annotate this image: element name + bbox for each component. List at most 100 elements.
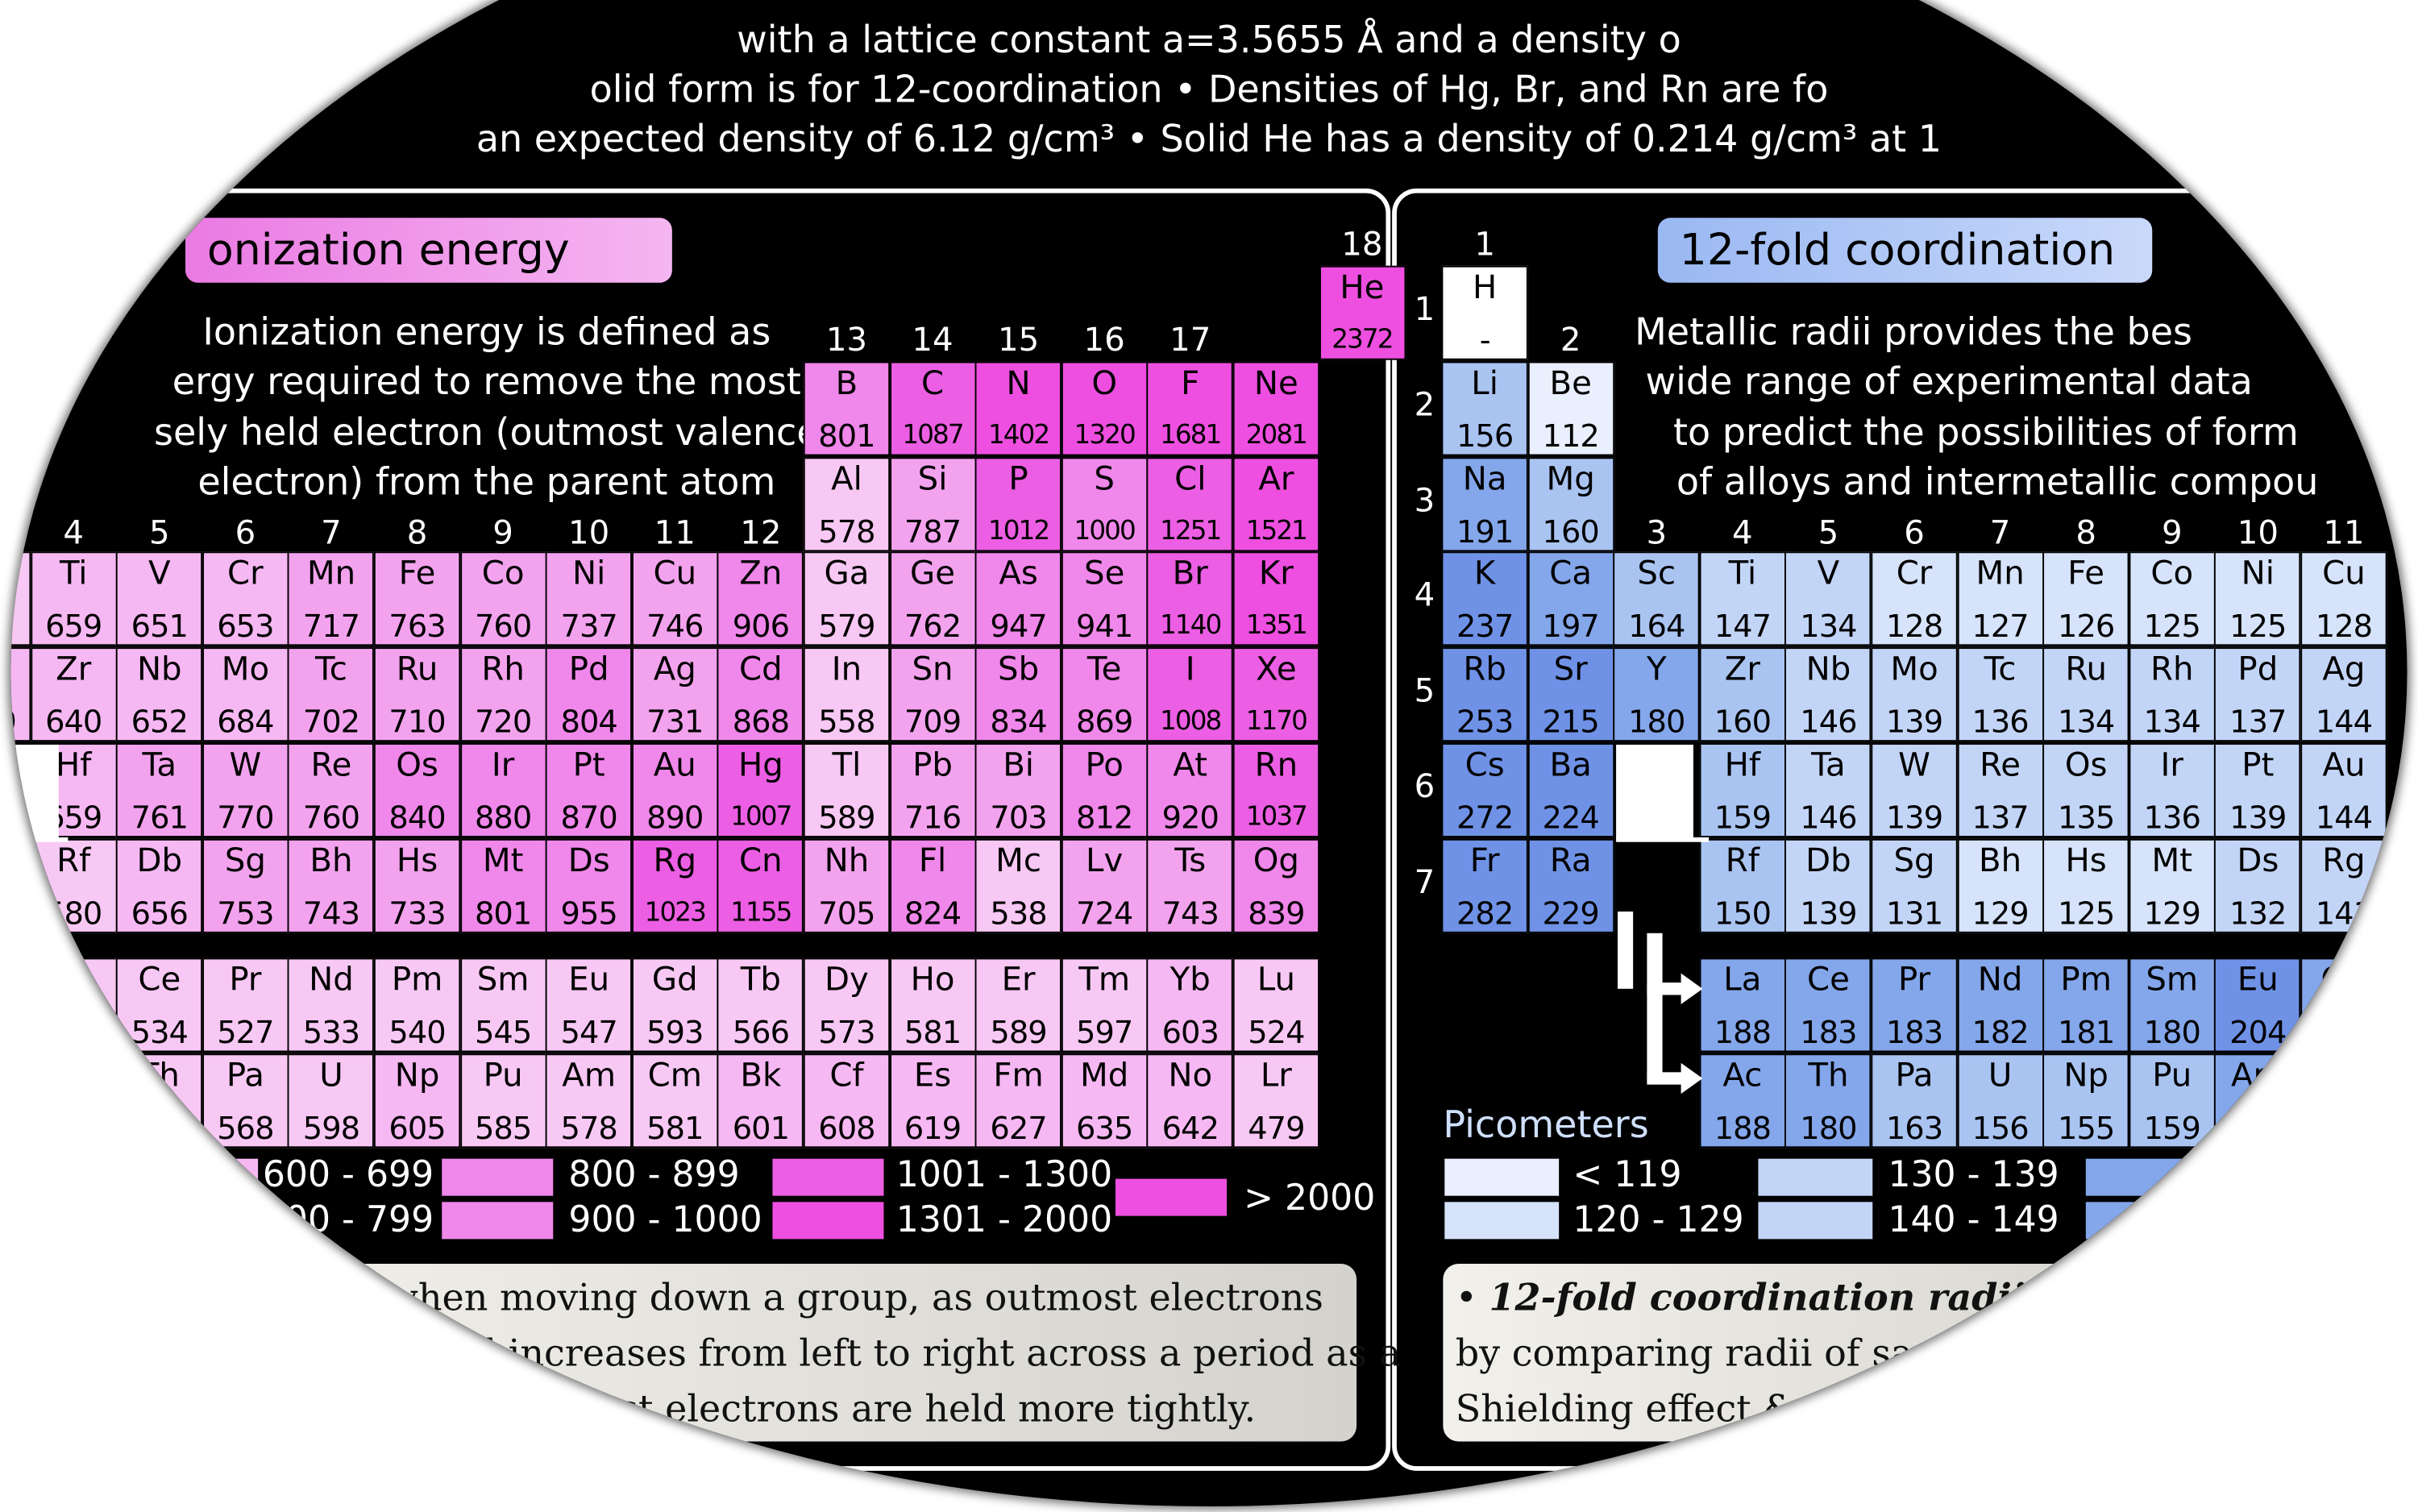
ionization-element-symbol: Sb (998, 650, 1040, 688)
ionization-element-value: 1007 (730, 801, 792, 833)
coordination-element-value: - (1479, 321, 1491, 359)
coordination-note: • 12-fold coordination radii are u by co… (1443, 1264, 2247, 1442)
ionization-element-symbol: Hs (396, 841, 438, 879)
ionization-element-value: 533 (302, 1013, 360, 1051)
coordination-element-value: 155 (2058, 1109, 2115, 1147)
coordination-element-symbol: Pr (1897, 961, 1931, 999)
coordination-element-value: 144 (2315, 703, 2373, 741)
ionization-element-value: 579 (818, 607, 875, 645)
ionization-element-value: 589 (818, 799, 875, 837)
left-group-label: 5 (148, 514, 170, 552)
ionization-element-symbol: Cm (647, 1057, 702, 1095)
coordination-element-symbol: Fe (2067, 555, 2105, 592)
ionization-element-value: 840 (388, 799, 446, 837)
ionization-element-symbol: Cl (1174, 460, 1207, 498)
ionization-element-symbol: Ni (572, 555, 606, 592)
ionization-element-symbol: At (1173, 746, 1208, 783)
coordination-element-value: 182 (1971, 1013, 2029, 1051)
right-period-label: 5 (1414, 671, 1435, 709)
ionization-element-symbol: Rh (481, 650, 525, 688)
ionization-element-symbol: Lu (1257, 961, 1295, 999)
ionization-element-symbol: Dy (825, 961, 869, 999)
coordination-legend-label: 1 (2212, 1155, 2236, 1196)
ionization-element-value: 709 (904, 703, 962, 741)
coordination-note-line-1: • 12-fold coordination radii are u (1456, 1270, 2246, 1326)
left-group-label: 14 (912, 321, 953, 359)
coordination-element-value: 136 (2143, 799, 2201, 837)
ionization-element-value: 640 (45, 703, 102, 741)
coordination-element-symbol: Au (2322, 746, 2366, 783)
ionization-cell-ac: Ac (30, 1053, 117, 1149)
coordination-element-symbol: Ra (1549, 841, 1592, 879)
ionization-element-symbol: Tc (315, 650, 347, 688)
coordination-element-symbol: Zr (1724, 650, 1760, 688)
ionization-legend-label: 800 - 899 (568, 1155, 740, 1196)
coordination-element-value: 237 (1456, 607, 1514, 645)
ionization-element-value: 743 (302, 894, 360, 932)
ionization-element-value: 627 (990, 1109, 1047, 1147)
coordination-element-symbol: Np (2063, 1057, 2108, 1095)
coordination-element-symbol: Ru (2065, 650, 2108, 688)
coordination-element-symbol: Cu (2322, 555, 2366, 592)
right-period-label: 6 (1414, 767, 1435, 805)
coordination-element-value: 282 (1456, 894, 1514, 932)
coordination-element-symbol: Ti (1728, 555, 1757, 592)
coordination-element-value: 125 (2058, 894, 2115, 932)
ionization-element-value: 33 (10, 609, 29, 642)
ionization-element-symbol: C (920, 364, 945, 402)
ionization-element-symbol: V (148, 555, 171, 592)
ionization-legend-swatch (147, 1158, 259, 1196)
coordination-legend-swatch (1444, 1158, 1560, 1196)
ionization-element-symbol: I (1185, 650, 1195, 688)
ionization-element-value: 540 (388, 1013, 446, 1051)
ionization-element-symbol: Po (1085, 746, 1124, 783)
coordination-element-value: 224 (1542, 799, 1600, 837)
ionization-element-symbol: Hg (737, 746, 783, 783)
right-group-label: 9 (2161, 514, 2183, 552)
coordination-element-symbol: Ni (2241, 555, 2275, 592)
coordination-element-symbol: Mt (2151, 841, 2193, 879)
ionization-element-symbol: Er (1001, 961, 1036, 999)
ionization-element-value: 568 (217, 1109, 274, 1147)
ionization-element-symbol: N (1006, 364, 1031, 402)
coordination-element-symbol: Am (2230, 1057, 2285, 1095)
coordination-element-symbol: Rf (1725, 841, 1759, 879)
ionization-element-symbol: Pr (229, 961, 262, 999)
ionization-element-symbol: Lr (1260, 1057, 1292, 1095)
coordination-element-value: 146 (1800, 703, 1857, 741)
coordination-element-value: 188 (1714, 1013, 1772, 1051)
ionization-element-value: 580 (45, 894, 102, 932)
ionization-element-value: 635 (1076, 1109, 1133, 1147)
coordination-element-symbol: W (1898, 746, 1930, 783)
coordination-note-line-3: Shielding effect & effe (1455, 1387, 1879, 1431)
ionization-element-value: 578 (560, 1109, 618, 1147)
coordination-element-symbol: Tc (1984, 650, 2017, 688)
